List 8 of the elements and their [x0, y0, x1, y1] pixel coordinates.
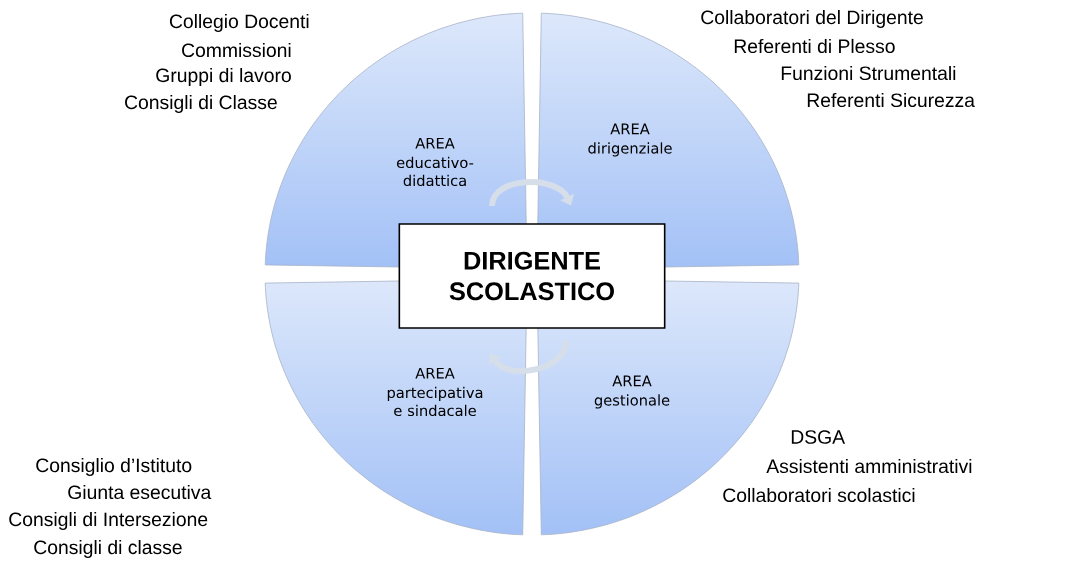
member-text: Consiglio d’Istituto	[36, 458, 192, 476]
member-text: Consigli di Intersezione	[9, 512, 208, 530]
curved-arrow	[489, 179, 575, 207]
member-text: Giunta esecutiva	[68, 484, 212, 500]
title-box: DIRIGENTE SCOLASTICO	[398, 223, 666, 329]
curved-arrow	[488, 340, 570, 374]
member-text: Consigli di classe	[34, 540, 182, 558]
member-text: Referenti Sicurezza	[807, 92, 975, 108]
